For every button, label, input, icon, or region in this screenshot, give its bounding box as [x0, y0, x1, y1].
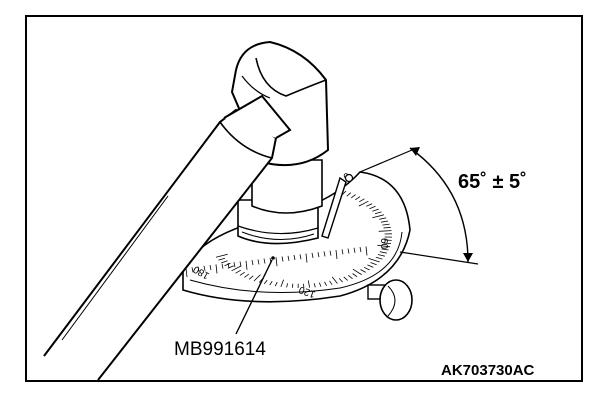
dial-tick	[363, 266, 370, 271]
dial-tick	[244, 273, 250, 278]
dial-tick	[317, 252, 320, 258]
dial-tick	[341, 249, 344, 255]
dial-tick	[291, 283, 294, 288]
thumb-screw	[367, 279, 413, 321]
dial-tick	[197, 266, 200, 272]
dial-tick	[377, 254, 385, 257]
tool-label: MB991614	[174, 339, 266, 360]
dial-tick	[366, 203, 373, 207]
dial-tick	[335, 249, 338, 260]
dial-tick	[370, 262, 377, 266]
dial-tick	[378, 230, 392, 232]
dial-tick	[318, 282, 322, 287]
dial-tick	[379, 251, 387, 254]
dial-tick	[372, 208, 379, 212]
dial-tick	[263, 279, 268, 285]
dial-tick	[233, 262, 236, 268]
dial-tick	[352, 268, 362, 275]
dial-tick	[367, 264, 374, 268]
angle-label: 65˚ ± 5˚	[458, 170, 527, 193]
socket	[237, 159, 323, 245]
dial-tick	[218, 257, 226, 261]
dial-tick	[274, 281, 278, 287]
dial-tick	[368, 258, 380, 263]
dial-tick	[221, 260, 228, 264]
dial-tick	[383, 242, 392, 244]
dial-tick	[239, 261, 242, 267]
dial-tick	[331, 276, 338, 284]
dial-tick	[324, 281, 327, 286]
dial-tick	[347, 248, 350, 254]
dial-tick	[253, 274, 261, 282]
dial-tick	[377, 244, 391, 248]
dial-pointer	[321, 173, 354, 239]
dial-tick	[359, 198, 365, 203]
dial-tick	[269, 280, 273, 286]
dial-tick	[375, 256, 383, 260]
dial-number-60: 60	[378, 238, 389, 250]
tool-leader-dot	[271, 256, 275, 260]
dial-tick	[358, 200, 369, 207]
dial-tick	[293, 254, 296, 261]
dial-tick	[287, 255, 290, 261]
dial-tick	[348, 274, 353, 280]
dial-tick	[251, 260, 254, 266]
dial-tick	[286, 283, 288, 288]
dial-tick	[263, 258, 266, 264]
dial-tick	[372, 214, 385, 219]
dial-tick	[379, 217, 387, 220]
wrench-handle	[43, 94, 292, 381]
dial-tick	[350, 194, 356, 199]
dial-tick	[380, 220, 389, 223]
dial-tick	[248, 275, 254, 280]
dial-tick	[374, 211, 382, 215]
dial-tick	[239, 271, 245, 276]
dial-tick	[307, 280, 310, 288]
dial-tick	[329, 250, 332, 256]
dial-tick	[343, 276, 348, 281]
dial-tick	[311, 252, 314, 258]
dial-tick	[209, 265, 212, 271]
dial-tick	[191, 267, 194, 273]
dial-tick	[235, 269, 241, 274]
dial-tick	[383, 226, 391, 229]
dial-tick	[353, 247, 356, 253]
dial-tick	[203, 265, 206, 271]
dial-tick	[245, 260, 248, 270]
dial-tick	[313, 283, 316, 288]
dial-tick	[257, 259, 260, 265]
tool-leader-line	[235, 259, 273, 335]
dial-tick	[221, 263, 224, 269]
dial-tick	[352, 273, 358, 278]
dial-tick	[224, 262, 231, 267]
dial-tick	[227, 262, 230, 269]
dial-tick	[215, 264, 218, 274]
dial-tick	[185, 267, 188, 278]
dial-tick	[329, 280, 333, 285]
dial-tick	[215, 253, 228, 258]
dial-tick	[280, 279, 284, 288]
dial-tick	[305, 253, 308, 263]
dial-tick	[355, 196, 361, 201]
dial-tick	[281, 256, 284, 262]
dial-tick	[381, 248, 389, 251]
angle-dimension	[359, 147, 479, 265]
dial-tick	[365, 246, 368, 256]
dial-tick	[231, 265, 242, 272]
dial-tick	[382, 223, 390, 226]
figure-code: AK703730AC	[441, 362, 535, 379]
dial-tick	[359, 247, 362, 253]
dial-tick	[338, 278, 343, 283]
dial-tick	[360, 269, 366, 273]
dial-tick	[299, 254, 302, 260]
dial-tick	[346, 192, 352, 197]
dial-tick	[275, 257, 278, 267]
dial-tick	[323, 251, 326, 257]
dial-tick	[369, 205, 376, 210]
